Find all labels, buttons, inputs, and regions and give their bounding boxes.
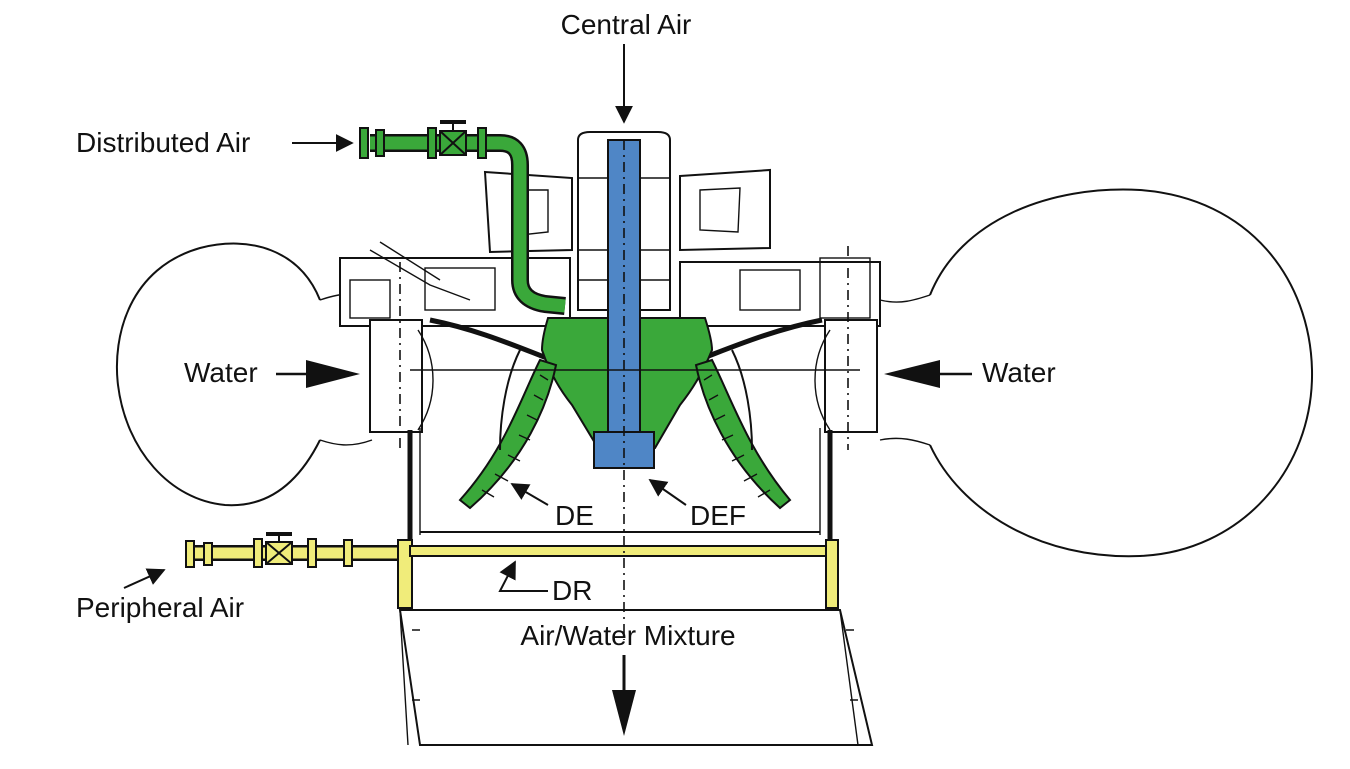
- label-dr: DR: [552, 575, 592, 606]
- stay-column-left: [369, 319, 423, 433]
- def-leader: [648, 478, 687, 506]
- label-mixture: Air/Water Mixture: [520, 620, 735, 651]
- peripheral-air-arrow: [123, 568, 166, 589]
- water-right-arrow: [884, 360, 972, 388]
- stay-column-right: [824, 319, 878, 433]
- central-air-shaft: [593, 139, 655, 470]
- water-left-arrow: [276, 360, 360, 388]
- peripheral-air-pipe: [185, 532, 839, 609]
- runner-blade-left: [458, 358, 558, 510]
- spiral-casing-left: [115, 242, 321, 507]
- label-water-left: Water: [184, 357, 258, 388]
- dr-leader: [498, 560, 548, 592]
- label-water-right: Water: [982, 357, 1056, 388]
- runner-crown-left: [429, 317, 553, 363]
- mixture-arrow: [612, 655, 636, 736]
- de-leader: [510, 483, 549, 506]
- upper-block-right: [679, 168, 771, 252]
- label-peripheral-air: Peripheral Air: [76, 592, 244, 623]
- label-def: DEF: [690, 500, 746, 531]
- spiral-casing-right: [929, 188, 1314, 558]
- label-central-air: Central Air: [561, 9, 692, 40]
- label-de: DE: [555, 500, 594, 531]
- runner-blade-right: [694, 358, 792, 510]
- distributed-air-pipe: [359, 120, 566, 315]
- label-distributed-air: Distributed Air: [76, 127, 250, 158]
- head-cover-right: [679, 261, 881, 327]
- spiral-casing-right-inner: [879, 294, 931, 446]
